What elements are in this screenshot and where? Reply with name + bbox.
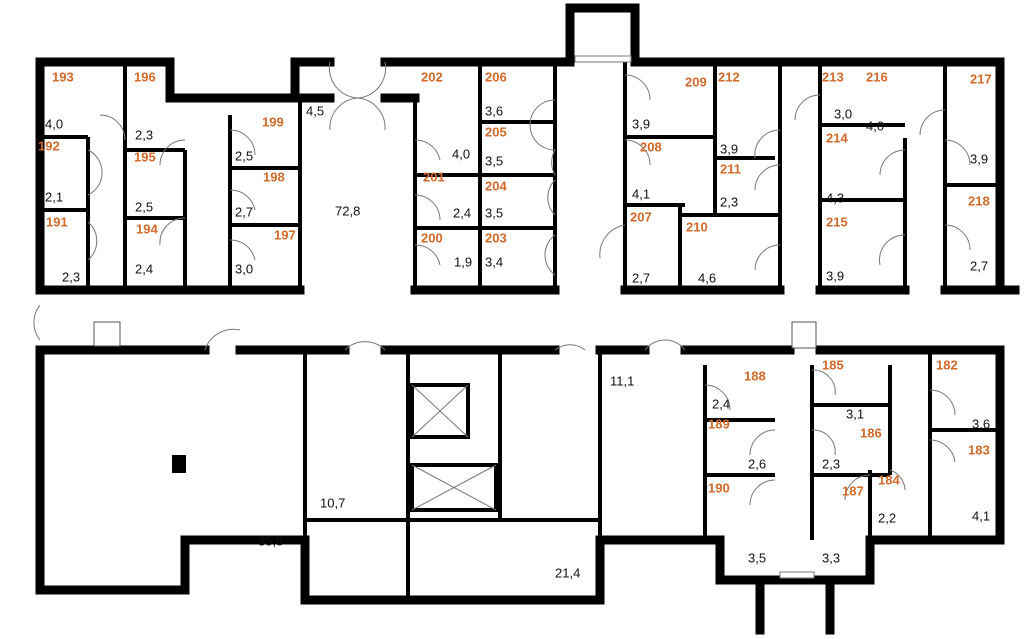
room-number: 218: [968, 193, 990, 208]
room-area: 4,1: [972, 508, 990, 523]
room-number: 206: [485, 69, 507, 84]
room-number: 195: [134, 149, 156, 164]
room-number: 199: [262, 114, 284, 129]
room-area: 3,6: [972, 416, 990, 431]
room-number: 196: [134, 69, 156, 84]
room-number: 204: [485, 178, 507, 193]
room-area: 3,6: [485, 103, 503, 118]
room-area: 21,4: [555, 565, 580, 580]
room-area: 3,9: [826, 268, 844, 283]
room-number: 192: [38, 138, 60, 153]
room-number: 183: [968, 442, 990, 457]
room-area: 2,3: [135, 127, 153, 142]
room-number: 190: [708, 480, 730, 495]
room-number: 185: [822, 357, 844, 372]
room-number: 211: [720, 161, 741, 176]
room-area: 2,7: [235, 204, 253, 219]
room-number: 186: [860, 425, 882, 440]
room-area: 10,7: [320, 495, 345, 510]
room-area: 4,3: [826, 190, 844, 205]
room-area: 2,3: [822, 456, 840, 471]
room-area: 2,5: [235, 148, 253, 163]
walls-top-block: [35, 3, 1020, 295]
room-number: 189: [708, 416, 730, 431]
room-area: 4,0: [866, 118, 884, 133]
room-number: 215: [826, 214, 848, 229]
room-area: 2,3: [62, 269, 80, 284]
room-number: 202: [421, 69, 443, 84]
room-area: 2,4: [453, 205, 471, 220]
room-area: 2,6: [748, 456, 766, 471]
room-number: 216: [866, 69, 888, 84]
room-area: 11,1: [610, 373, 634, 388]
room-area: 2,1: [45, 189, 63, 204]
room-area: 2,7: [970, 258, 988, 273]
room-labels: 193 4,0 192 2,1 191 2,3 196 2,3 195 2,5 …: [38, 69, 992, 580]
room-number: 207: [630, 209, 652, 224]
room-number: 197: [274, 227, 296, 242]
room-number: 213: [822, 69, 844, 84]
doors: [33, 61, 971, 506]
room-area: 2,2: [878, 510, 896, 525]
room-area: 3,9: [632, 116, 650, 131]
room-number: 191: [46, 214, 68, 229]
room-area: 2,5: [135, 199, 153, 214]
room-area: 3,5: [485, 205, 503, 220]
room-number: 188: [744, 368, 766, 383]
room-number: 187: [842, 483, 864, 498]
room-area: 2,3: [720, 194, 738, 209]
room-number: 198: [263, 169, 285, 184]
room-number: 194: [136, 221, 158, 236]
room-number: 209: [685, 74, 707, 89]
room-area: 3,0: [834, 106, 852, 121]
room-number: 217: [970, 71, 992, 86]
stair-vent: [791, 321, 817, 349]
room-number: 208: [640, 139, 662, 154]
room-number: 182: [936, 357, 958, 372]
room-number: 205: [485, 124, 507, 139]
room-area: 3,1: [846, 406, 864, 421]
room-area: 4,1: [632, 186, 650, 201]
elevator-shaft: [410, 383, 470, 439]
room-number: 214: [826, 130, 848, 145]
room-number: 193: [52, 69, 74, 84]
corridor-area: 72,8: [335, 203, 360, 218]
walls-bottom-block: [35, 321, 1005, 635]
room-number: 212: [718, 69, 740, 84]
room-area: 2,7: [632, 270, 650, 285]
room-area: 3,4: [485, 254, 503, 269]
room-number: 184: [878, 472, 900, 487]
room-area: 3,9: [970, 151, 988, 166]
room-area: 4,0: [452, 146, 470, 161]
stair-vent: [93, 321, 121, 347]
room-area: 2,4: [712, 396, 730, 411]
room-number: 210: [686, 219, 708, 234]
hall-area: 4,5: [306, 103, 324, 118]
elevator-shaft: [410, 463, 498, 512]
room-area: 3,5: [748, 550, 766, 565]
room-area: 3,3: [822, 550, 840, 565]
room-area: 1,9: [454, 254, 472, 269]
room-area: 2,4: [135, 261, 153, 276]
room-area: 3,9: [720, 141, 738, 156]
room-area: 3,5: [485, 153, 503, 168]
room-area: 3,0: [235, 261, 253, 276]
room-number: 201: [423, 169, 445, 184]
room-number: 200: [421, 230, 443, 245]
room-area: 4,6: [698, 270, 716, 285]
room-area: 4,0: [45, 116, 63, 131]
large-room-area: 35,8: [258, 533, 283, 548]
room-number: 203: [485, 230, 507, 245]
